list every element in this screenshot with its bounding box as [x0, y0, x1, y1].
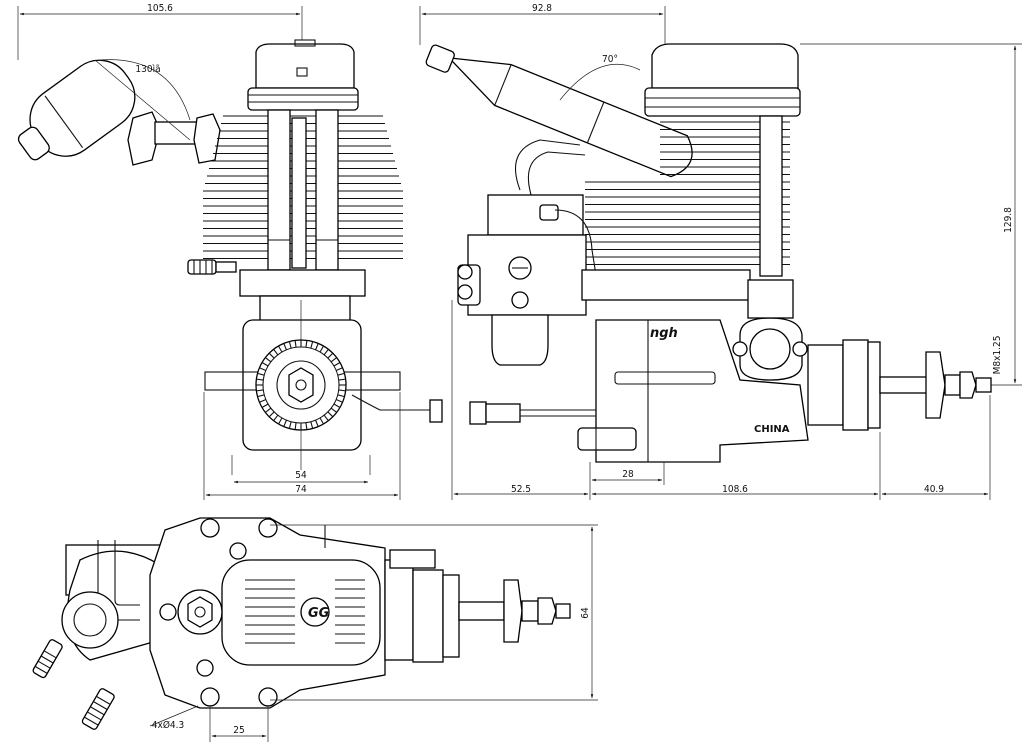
crankcase-logo: GG [308, 606, 330, 621]
side-muffler: 70° [425, 44, 693, 199]
dim-text-54: 54 [295, 470, 307, 481]
drawing-line [294, 340, 297, 348]
dim-text-74: 74 [295, 484, 307, 495]
drawing-line [261, 403, 269, 408]
drawing-line [261, 362, 269, 367]
drawing-line [256, 378, 264, 381]
drawing-line [337, 372, 345, 376]
side-pushrod [759, 115, 783, 277]
dim-text-holes: 4xØ4.3 [152, 719, 184, 731]
side-crankcase: ngh CHINA [469, 269, 992, 463]
side-carburetor [457, 194, 601, 366]
drawing-line [268, 352, 275, 359]
cover-ribs [245, 579, 365, 644]
drawing-line [310, 341, 314, 349]
drawing-line [278, 345, 283, 353]
drawing-line [330, 357, 338, 363]
drawing-line [283, 419, 287, 427]
dim-text-129: 129.8 [1003, 207, 1014, 233]
dim-text-40: 40.9 [924, 484, 944, 495]
dim-text-28: 28 [622, 469, 634, 480]
drawing-line [323, 348, 329, 356]
drawing-line [333, 362, 341, 367]
drawing-line [257, 394, 265, 398]
origin-text: CHINA [754, 424, 790, 435]
drawing-line [273, 414, 279, 422]
front-pushrods [267, 109, 339, 271]
dim-front-bottom: 54 74 [203, 392, 401, 500]
drawing-line [259, 399, 267, 403]
drawing-line [337, 394, 345, 398]
drawing-line [327, 352, 334, 359]
front-muffler: 130ìã [17, 59, 221, 166]
drawing-line [257, 372, 265, 376]
dim-side-bottom: 52.5 108.6 40.9 28 [451, 300, 991, 500]
drawing-line [288, 341, 292, 349]
drawing-line [256, 389, 264, 392]
drawing-line [323, 414, 329, 422]
brand-text: ngh [650, 326, 678, 341]
dim-text-25: 25 [233, 725, 244, 736]
drawing-line [330, 407, 338, 413]
drawing-line [315, 419, 319, 427]
dim-text-angle: 130ìã [135, 63, 160, 75]
drawing-line [338, 378, 346, 381]
drawing-line [338, 389, 346, 392]
drawing-line [310, 421, 314, 429]
front-head [247, 39, 359, 111]
drawing-line [319, 417, 324, 425]
front-view: 105.6 130ìã [17, 3, 443, 500]
dim-text-92: 92.8 [532, 3, 552, 14]
dim-text-105: 105.6 [147, 3, 173, 14]
drawing-line [327, 411, 334, 418]
drawing-line [288, 421, 292, 429]
bottom-view: GG 64 25 [32, 517, 598, 742]
side-head [644, 43, 801, 117]
dim-text-thread: M8x1.25 [992, 336, 1003, 375]
drawing-line [315, 343, 319, 351]
dim-text-108: 108.6 [722, 484, 748, 495]
dim-side-top: 92.8 [419, 3, 666, 45]
drawing-line [264, 357, 272, 363]
side-view: 92.8 70° [419, 3, 1022, 500]
drawing-line [278, 417, 283, 425]
drawing-line [319, 345, 324, 353]
drawing-line [294, 422, 297, 430]
dim-text-52: 52.5 [511, 484, 531, 495]
drawing-line [264, 407, 272, 413]
drawing-line [335, 367, 343, 371]
front-crankcase [204, 269, 443, 470]
drawing-line [305, 340, 308, 348]
drawing-line [259, 367, 267, 371]
dim-text-70: 70° [602, 54, 618, 65]
front-needle-valve [187, 259, 237, 275]
bottom-carburetor [32, 540, 162, 730]
drawing-line [333, 403, 341, 408]
dim-front-top: 105.6 [17, 3, 303, 60]
drawing-line [283, 343, 287, 351]
drawing-line [273, 348, 279, 356]
dim-bottom: 64 25 4xØ4.3 [149, 524, 598, 742]
drawing-line [305, 422, 308, 430]
side-cylinder-fins [585, 121, 790, 266]
dim-text-64: 64 [580, 607, 591, 619]
dim-side-height: 129.8 [800, 43, 1022, 386]
drawing-line [268, 411, 275, 418]
bottom-crankcase: GG [149, 517, 571, 709]
drawing-line [335, 399, 343, 403]
